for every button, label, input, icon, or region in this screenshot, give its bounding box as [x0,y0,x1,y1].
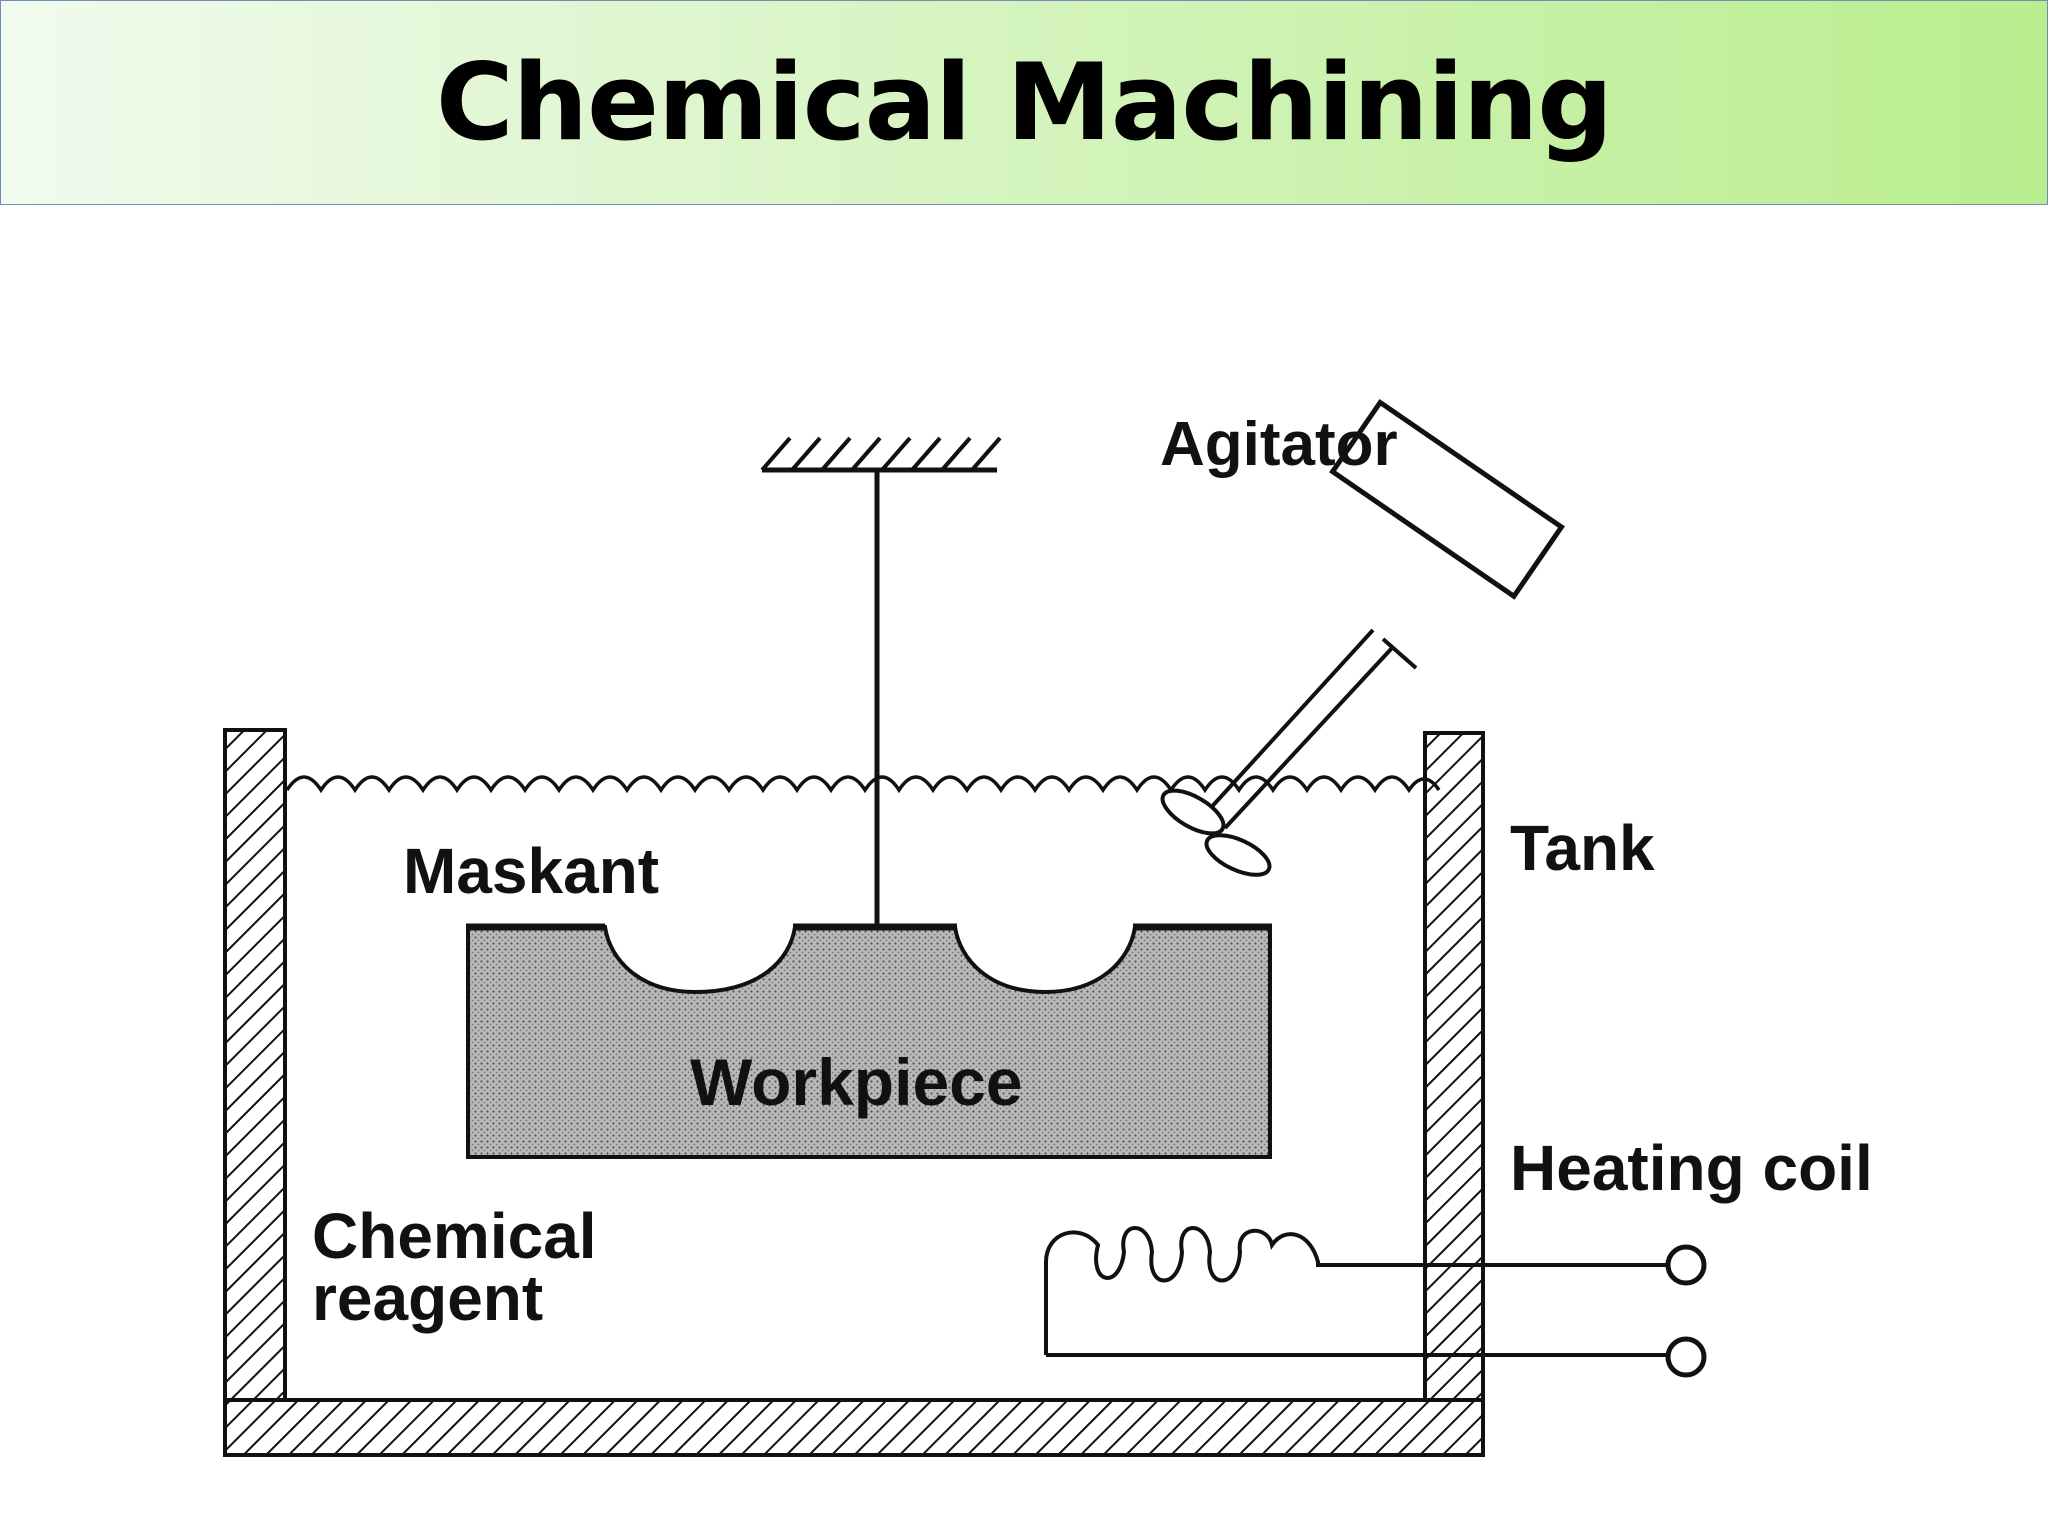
label-workpiece: Workpiece [690,1045,1023,1119]
heating-coil [1044,1226,1707,1378]
label-chemical-reagent-line1: Chemical [312,1200,597,1272]
slide-title: Chemical Machining [435,41,1613,164]
label-heating-coil: Heating coil [1510,1132,1873,1204]
terminal-bottom [1665,1336,1707,1378]
liquid-surface [285,775,1441,794]
label-maskant: Maskant [403,835,659,907]
workpiece [466,925,1272,1159]
label-tank: Tank [1510,812,1655,884]
label-chemical-reagent-line2: reagent [312,1262,543,1334]
terminal-top [1665,1244,1707,1286]
agitator [1160,398,1565,877]
title-bar: Chemical Machining [0,0,2048,205]
ceiling-support [760,436,1002,473]
label-agitator: Agitator [1160,410,1398,479]
